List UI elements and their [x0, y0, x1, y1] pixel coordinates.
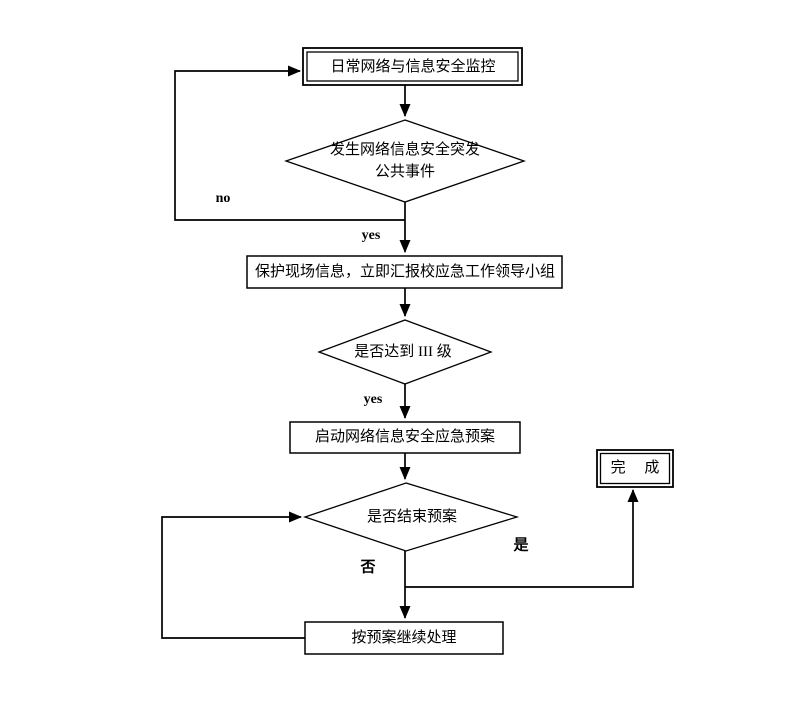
- edge-label-yes-level: yes: [363, 392, 383, 407]
- activate-plan-box: [289, 421, 521, 454]
- edge-no-loop-to-monitor: [174, 65, 405, 221]
- activate-plan-label: 启动网络信息安全应急预案: [314, 429, 496, 445]
- incident-decision-label: 发生网络信息安全突发 公共事件: [330, 139, 480, 183]
- edge-continue-loop-to-endplan: [161, 511, 305, 639]
- edge-label-no: no: [215, 191, 231, 206]
- edge-label-yes-end: 是: [513, 537, 529, 554]
- done-box-label: 完 成: [610, 460, 667, 476]
- edge-label-yes-incident: yes: [361, 228, 381, 243]
- protect-report-label: 保护现场信息，立即汇报校应急工作领导小组: [254, 264, 556, 280]
- incident-decision-diamond: [284, 119, 526, 203]
- end-plan-decision-diamond: [302, 482, 520, 552]
- end-plan-decision-label: 是否结束预案: [366, 509, 458, 525]
- level-decision-label: 是否达到 III 级: [354, 344, 452, 360]
- incident-decision-label-line2: 公共事件: [374, 164, 436, 180]
- monitor-box-inner: [306, 51, 519, 82]
- protect-report-box: [246, 255, 563, 289]
- level-decision-diamond: [317, 319, 493, 385]
- done-box-inner: [599, 452, 671, 485]
- edge-yes-to-done: [405, 489, 639, 588]
- continue-plan-label: 按预案继续处理: [351, 630, 457, 646]
- edge-label-no-end: 否: [360, 559, 376, 576]
- incident-decision-label-line1: 发生网络信息安全突发: [329, 142, 481, 158]
- monitor-box-label: 日常网络与信息安全监控: [330, 59, 496, 75]
- continue-plan-box: [304, 621, 504, 655]
